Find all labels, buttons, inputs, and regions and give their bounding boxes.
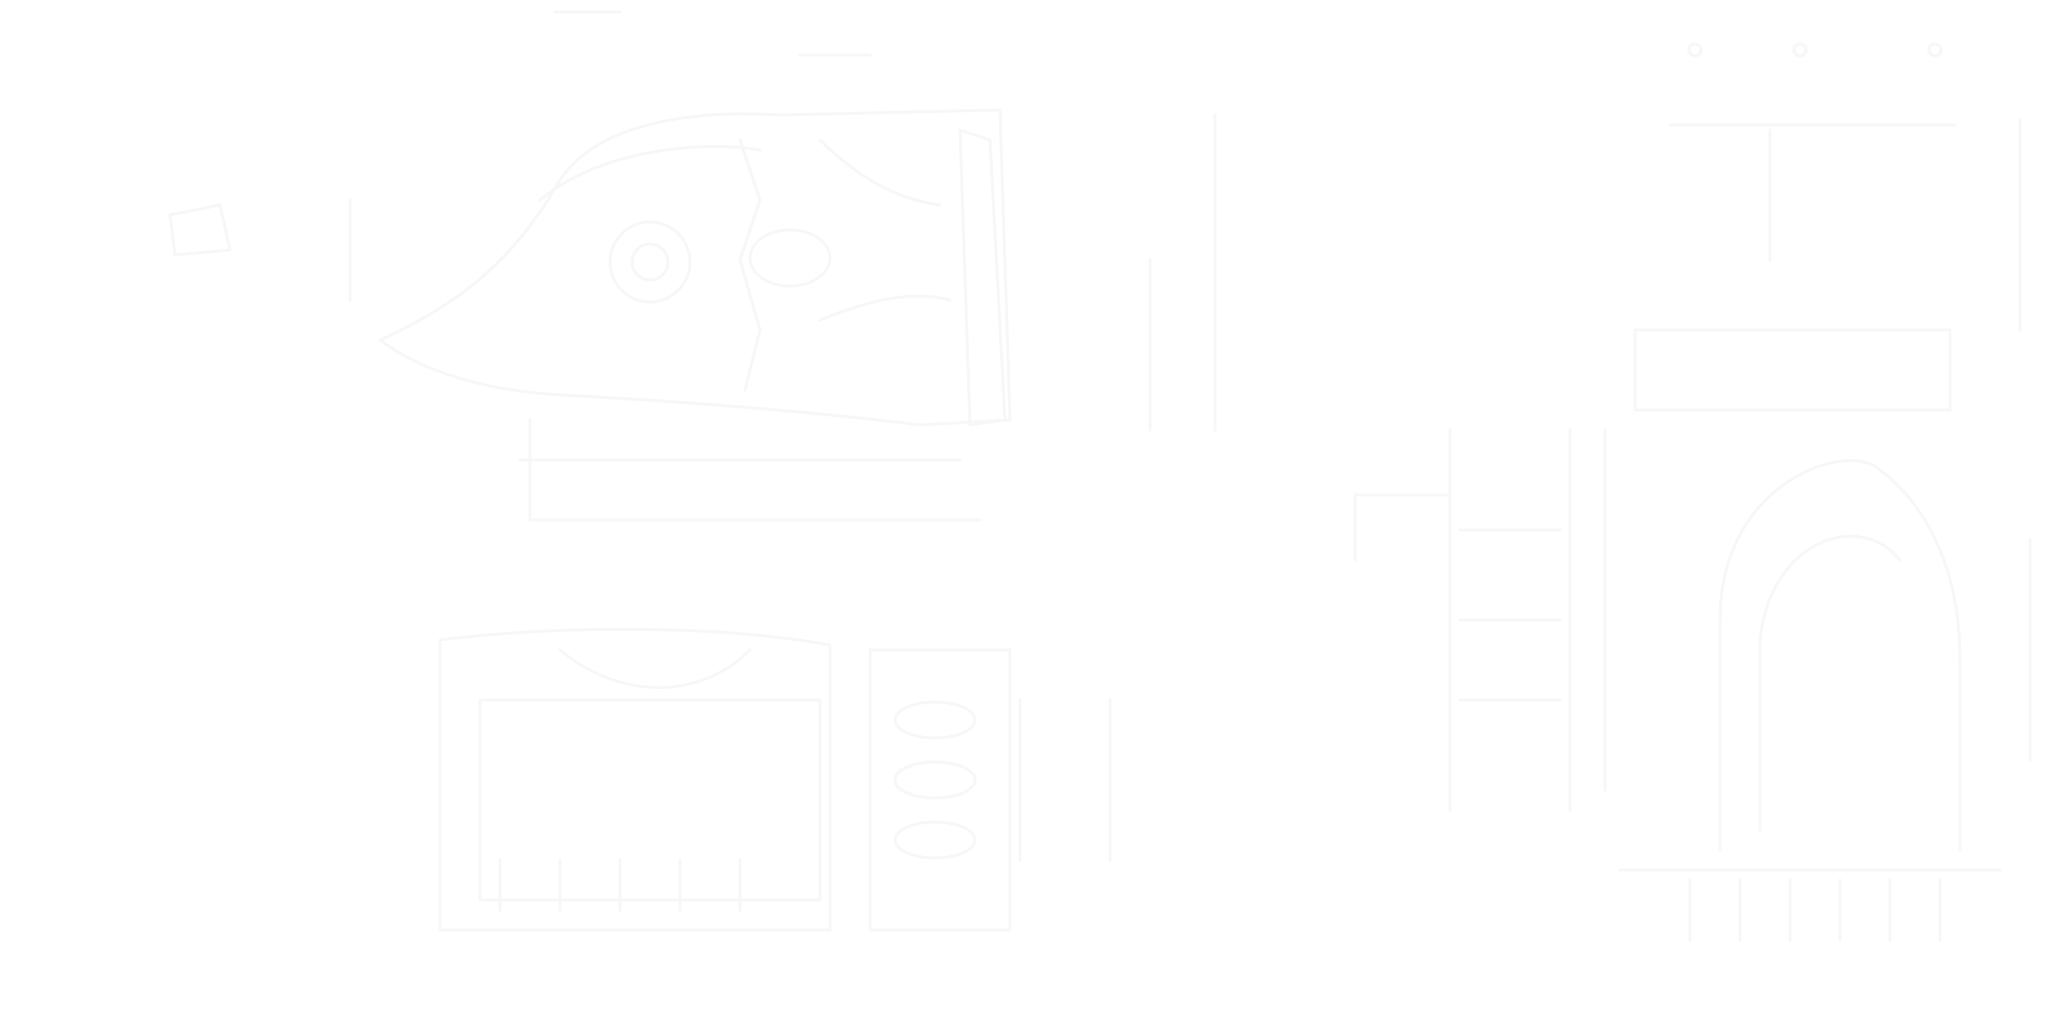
ornate-right-band [958, 128, 1007, 427]
box-object-bottom-left [438, 627, 832, 932]
ornate-stripe-2 [818, 138, 942, 207]
frame-top-right [1633, 118, 2022, 412]
arch-bottom-bars [1688, 878, 1942, 942]
box-inner [478, 698, 822, 902]
box-outline [438, 627, 832, 932]
ornate-eye-left-pupil [630, 242, 670, 282]
ornate-eye-center [748, 228, 832, 288]
arch-outline [1718, 459, 1962, 852]
column-connector [1353, 493, 1452, 562]
ornate-base [528, 418, 982, 522]
ornate-eye-left [608, 220, 692, 304]
stack-ring-3 [893, 820, 977, 860]
stack-frame [868, 648, 1012, 932]
header-marks [553, 10, 1943, 58]
faint-strokes [168, 10, 2032, 942]
header-dot-3 [1927, 42, 1943, 58]
header-dot-1 [1687, 42, 1703, 58]
stack-side-line [1018, 698, 1112, 862]
column-center-right [1353, 428, 1572, 812]
arch-inner [1758, 534, 1902, 832]
ornate-stripe-3 [818, 294, 952, 322]
box-lid-curve [558, 648, 752, 689]
frame-lower-box [1633, 328, 1952, 412]
vertical-post-top-center [1148, 113, 1217, 432]
stack-ring-1 [893, 700, 977, 740]
ornate-left-tail [168, 203, 232, 257]
ornate-inner-curve [538, 145, 762, 202]
stack-ring-2 [893, 760, 977, 800]
ornate-object-top-left [168, 108, 1012, 522]
box-bottom-bars [498, 858, 742, 912]
header-dot-2 [1792, 42, 1808, 58]
ornate-stripe-1 [738, 138, 762, 392]
arch-figure-right [1603, 428, 2032, 942]
stacked-ornament-bottom-center [868, 648, 1112, 932]
ornate-outline [378, 108, 1012, 427]
